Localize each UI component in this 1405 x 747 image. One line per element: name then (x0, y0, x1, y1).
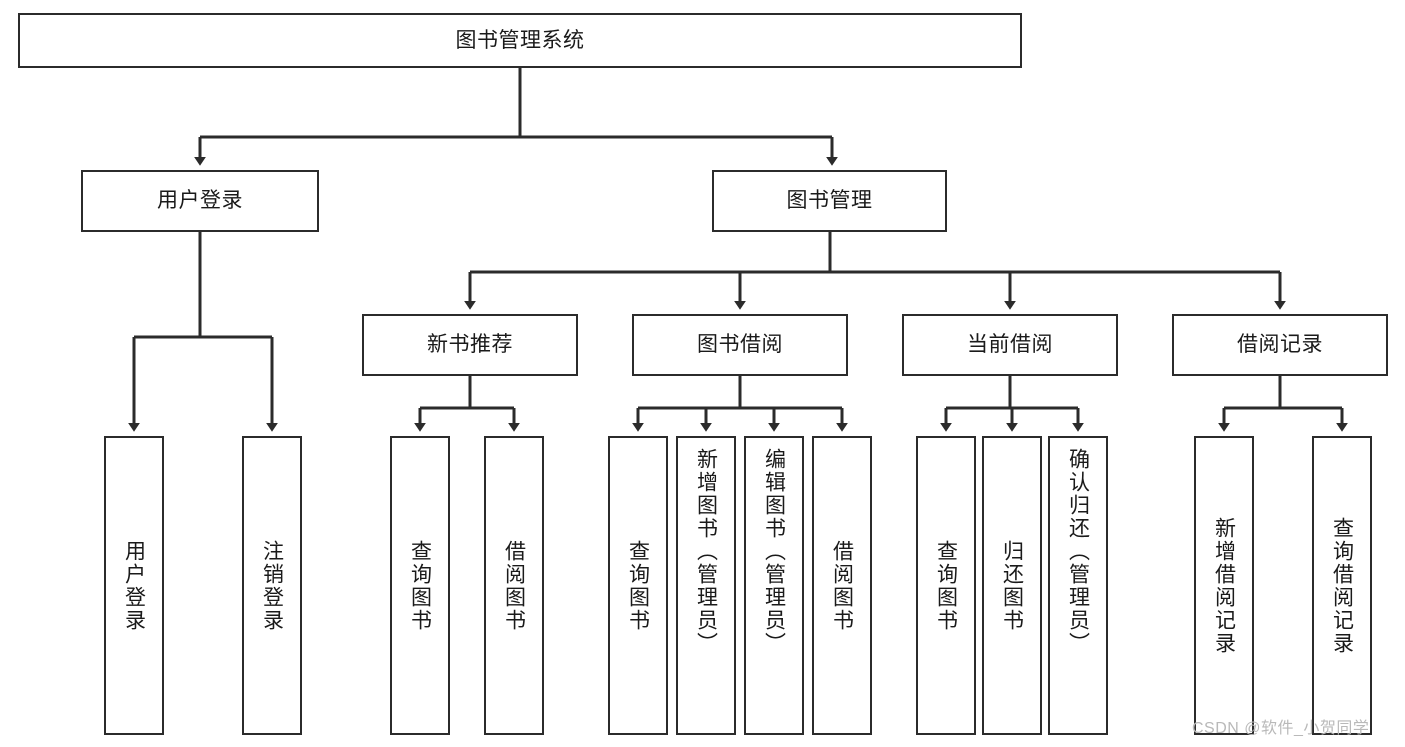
leaf-add-borrow-record[interactable]: 新增借阅记录 (1194, 436, 1254, 735)
leaf-edit-book-admin-label: 编辑图书（管理员） (762, 448, 786, 655)
leaf-confirm-return-admin-label: 确认归还（管理员） (1066, 448, 1090, 655)
node-user-login[interactable]: 用户登录 (81, 170, 319, 232)
node-user-login-label: 用户登录 (157, 189, 243, 213)
leaf-user-logout[interactable]: 注销登录 (242, 436, 302, 735)
leaf-query-borrow-record[interactable]: 查询借阅记录 (1312, 436, 1372, 735)
leaf-query-book-1[interactable]: 查询图书 (390, 436, 450, 735)
node-new-book-recommend[interactable]: 新书推荐 (362, 314, 578, 376)
leaf-return-book[interactable]: 归还图书 (982, 436, 1042, 735)
leaf-confirm-return-admin[interactable]: 确认归还（管理员） (1048, 436, 1108, 735)
leaf-add-book-admin-label: 新增图书（管理员） (694, 448, 718, 655)
leaf-borrow-book-1-label: 借阅图书 (502, 539, 526, 632)
leaf-query-book-3[interactable]: 查询图书 (916, 436, 976, 735)
leaf-query-book-3-label: 查询图书 (934, 539, 958, 632)
node-borrow-record[interactable]: 借阅记录 (1172, 314, 1388, 376)
leaf-user-login[interactable]: 用户登录 (104, 436, 164, 735)
leaf-borrow-book-2-label: 借阅图书 (830, 539, 854, 632)
node-root[interactable]: 图书管理系统 (18, 13, 1022, 68)
node-book-manage-label: 图书管理 (786, 189, 873, 213)
node-new-book-recommend-label: 新书推荐 (427, 333, 513, 357)
node-root-label: 图书管理系统 (455, 28, 585, 52)
leaf-borrow-book-2[interactable]: 借阅图书 (812, 436, 872, 735)
leaf-user-login-label: 用户登录 (122, 539, 146, 632)
leaf-borrow-book-1[interactable]: 借阅图书 (484, 436, 544, 735)
leaf-edit-book-admin[interactable]: 编辑图书（管理员） (744, 436, 804, 735)
node-book-borrow-label: 图书借阅 (697, 333, 783, 357)
csdn-watermark: CSDN @软件_小贺同学 (1192, 720, 1370, 737)
node-current-borrow-label: 当前借阅 (967, 333, 1053, 357)
leaf-query-book-2[interactable]: 查询图书 (608, 436, 668, 735)
leaf-query-borrow-record-label: 查询借阅记录 (1330, 516, 1354, 655)
leaf-query-book-1-label: 查询图书 (408, 539, 432, 632)
leaf-query-book-2-label: 查询图书 (626, 539, 650, 632)
node-book-manage[interactable]: 图书管理 (712, 170, 947, 232)
leaf-user-logout-label: 注销登录 (260, 539, 284, 632)
node-current-borrow[interactable]: 当前借阅 (902, 314, 1118, 376)
leaf-add-book-admin[interactable]: 新增图书（管理员） (676, 436, 736, 735)
leaf-add-borrow-record-label: 新增借阅记录 (1212, 516, 1236, 655)
leaf-return-book-label: 归还图书 (1000, 539, 1024, 632)
node-book-borrow[interactable]: 图书借阅 (632, 314, 848, 376)
node-borrow-record-label: 借阅记录 (1237, 333, 1323, 357)
